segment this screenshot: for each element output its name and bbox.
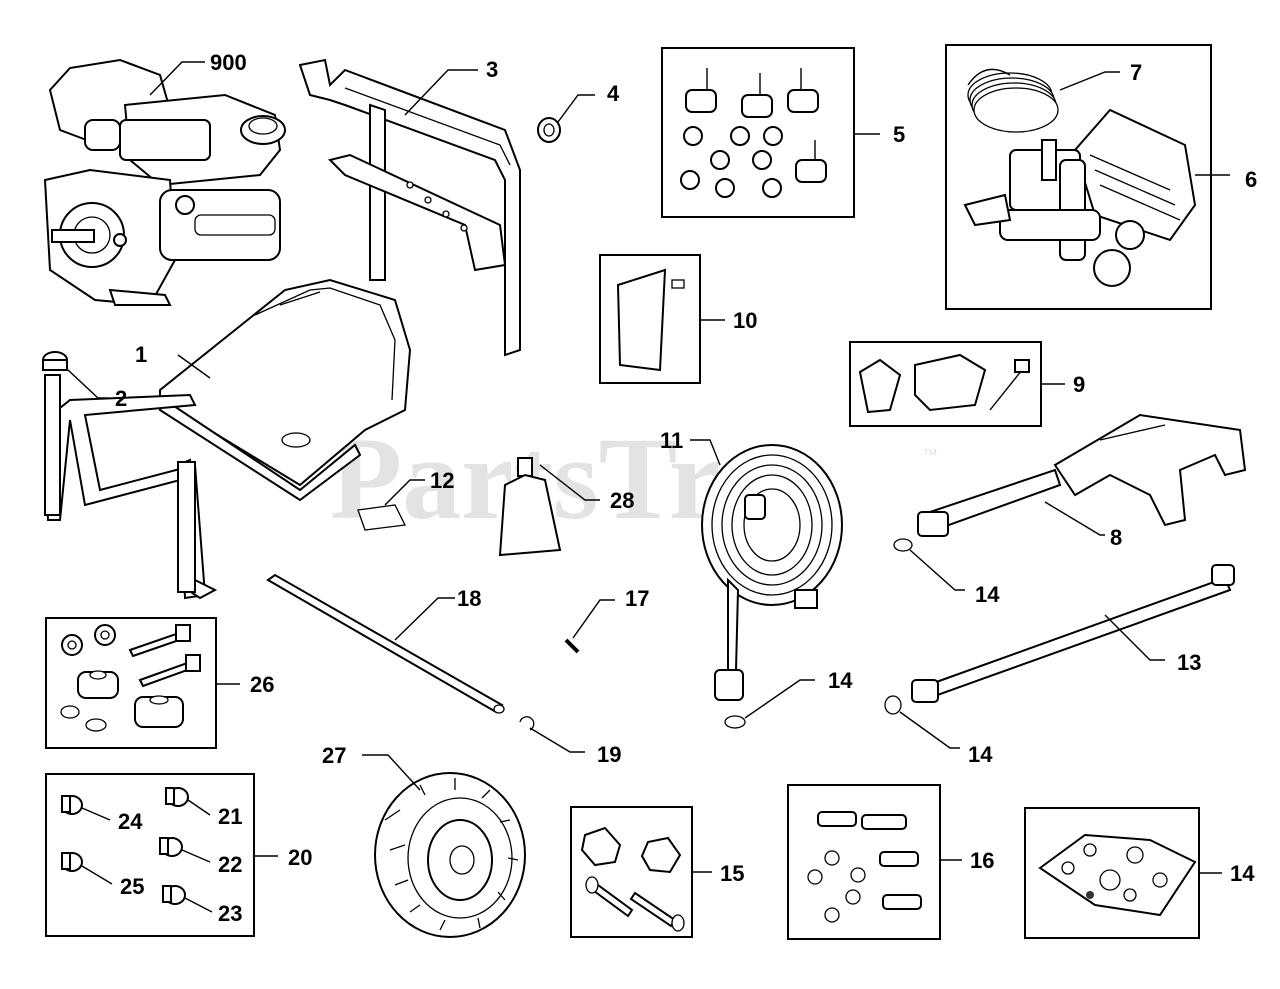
- callout-12: 12: [430, 468, 454, 493]
- tip-24-part[interactable]: [61, 795, 83, 815]
- callout-20: 20: [288, 845, 312, 870]
- kit-box-5: [661, 47, 855, 218]
- tip-23-part[interactable]: [162, 885, 186, 905]
- leader-1: [177, 354, 211, 379]
- leader-28: [539, 464, 600, 501]
- callout-26: 26: [250, 672, 274, 697]
- kit-box-20: [45, 773, 255, 937]
- tip-21-part[interactable]: [165, 787, 189, 807]
- tip-25-part[interactable]: [61, 852, 83, 872]
- decal-part[interactable]: [357, 504, 406, 531]
- soap-bottle-part[interactable]: [498, 457, 562, 557]
- clip-part[interactable]: [519, 716, 535, 731]
- callout-16: 16: [970, 848, 994, 873]
- gun-part[interactable]: [917, 413, 1247, 537]
- handle-part[interactable]: [298, 58, 521, 357]
- clip-kit-parts[interactable]: [858, 353, 1030, 414]
- callout-14-b: 14: [975, 582, 1000, 607]
- kit-box-26: [45, 617, 217, 749]
- axle-part[interactable]: [266, 573, 505, 714]
- callout-9: 9: [1073, 372, 1085, 397]
- leader-3: [404, 69, 478, 116]
- callout-13: 13: [1177, 650, 1201, 675]
- callout-4: 4: [607, 81, 620, 106]
- leader-21: [187, 799, 211, 816]
- leader-14c: [899, 711, 960, 749]
- callout-19: 19: [597, 742, 621, 767]
- oring-c-part[interactable]: [884, 695, 902, 715]
- kit-box-6: [945, 44, 1212, 310]
- plug-part[interactable]: [537, 117, 561, 143]
- callout-6: 6: [1245, 167, 1257, 192]
- callout-22: 22: [218, 852, 242, 877]
- hose-part[interactable]: [701, 444, 843, 701]
- callout-27: 27: [322, 743, 346, 768]
- leader-900: [149, 61, 205, 96]
- leader-22: [181, 849, 211, 863]
- callout-24: 24: [118, 809, 143, 834]
- callout-18: 18: [457, 586, 481, 611]
- callout-15: 15: [720, 861, 744, 886]
- leader-23: [184, 897, 213, 913]
- wheel-part[interactable]: [374, 772, 526, 938]
- lance-part[interactable]: [911, 564, 1235, 703]
- pump-part[interactable]: [963, 108, 1197, 287]
- callout-14-a: 14: [828, 668, 853, 693]
- cap-part[interactable]: [42, 351, 68, 371]
- leader-17: [572, 599, 615, 639]
- leader-2: [67, 369, 108, 399]
- oring-b-part[interactable]: [893, 538, 913, 552]
- watermark-trademark: ™: [922, 447, 938, 464]
- callout-14-d: 14: [1230, 861, 1255, 886]
- leader-12: [384, 479, 425, 506]
- mount-kit-parts[interactable]: [60, 624, 201, 732]
- leader-14a: [744, 679, 815, 719]
- callout-2: 2: [115, 386, 127, 411]
- leader-14b: [909, 549, 965, 591]
- vibration-kit-parts[interactable]: [680, 68, 827, 198]
- tip-22-part[interactable]: [159, 837, 183, 857]
- engine-part[interactable]: [43, 58, 286, 307]
- callout-3: 3: [486, 57, 498, 82]
- leader-11: [690, 439, 721, 466]
- leader-25: [81, 865, 113, 885]
- leader-18: [394, 597, 455, 641]
- label-kit-part[interactable]: [616, 268, 685, 372]
- callout-11: 11: [660, 428, 683, 453]
- callout-7: 7: [1130, 60, 1142, 85]
- callout-5: 5: [893, 122, 905, 147]
- callout-17: 17: [625, 586, 649, 611]
- leader-27: [362, 754, 421, 791]
- callout-25: 25: [120, 874, 144, 899]
- leader-4: [557, 94, 595, 123]
- pin-part[interactable]: [564, 638, 580, 654]
- callout-14-c: 14: [968, 742, 993, 767]
- callout-10: 10: [733, 308, 757, 333]
- callout-28: 28: [610, 488, 634, 513]
- callout-21: 21: [218, 804, 242, 829]
- kit-box-16: [787, 784, 941, 940]
- leader-8: [1044, 501, 1105, 536]
- callout-8: 8: [1110, 525, 1122, 550]
- tip-kit-parts[interactable]: [61, 787, 189, 905]
- kit-box-10: [599, 254, 701, 384]
- callout-23: 23: [218, 901, 242, 926]
- frame-part[interactable]: [43, 278, 412, 600]
- hose-coil-small-part[interactable]: [967, 68, 1059, 133]
- leader-13: [1104, 614, 1165, 661]
- leader-7: [1059, 71, 1120, 91]
- oring-a-part[interactable]: [724, 715, 746, 729]
- nozzle-kit-part[interactable]: [1038, 833, 1197, 917]
- knob-kit-parts[interactable]: [580, 826, 685, 932]
- screw-kit-parts[interactable]: [807, 811, 922, 923]
- callout-1: 1: [135, 342, 147, 367]
- leader-19: [529, 727, 585, 753]
- callout-900: 900: [210, 50, 247, 75]
- leader-24: [81, 807, 111, 821]
